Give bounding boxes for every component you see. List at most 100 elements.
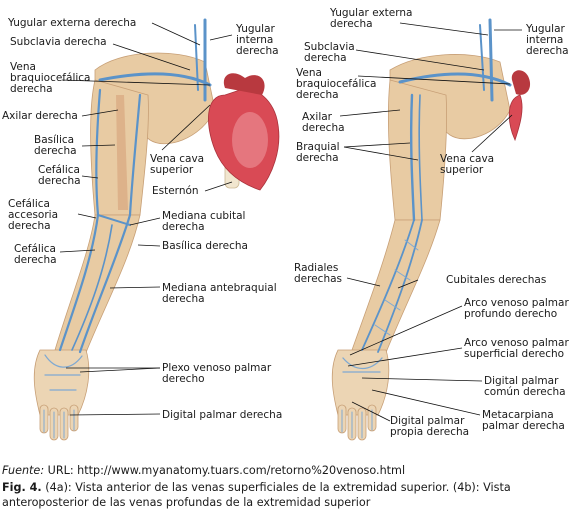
- label-line: derecha: [34, 145, 77, 157]
- label-subclavia-4a: Subclavia derecha: [10, 36, 107, 48]
- label-line: Yugular: [235, 23, 276, 35]
- veins-4a: [43, 18, 212, 439]
- label-line: Subclavia derecha: [10, 36, 107, 48]
- label-line: derecha: [304, 52, 347, 64]
- label-line: Arco venoso palmar: [464, 297, 569, 309]
- upper-arm-4b: [387, 79, 448, 221]
- label-line: interna: [236, 34, 273, 46]
- figure-source: Fuente: URL: http://www.myanatomy.tuars.…: [2, 463, 578, 478]
- label-line: braquiocefálica: [296, 78, 376, 90]
- label-basilica-lower-4a: Basílica derecha: [162, 240, 248, 252]
- label-line: derechas: [294, 273, 342, 285]
- label-line: Vena: [296, 67, 322, 79]
- label-line: Digital palmar derecha: [162, 409, 282, 421]
- label-line: derecha: [330, 18, 373, 30]
- humerus-4a: [116, 95, 128, 210]
- label-line: Subclavia: [304, 41, 355, 53]
- label-line: derecha: [302, 122, 345, 134]
- label-line: Yugular externa derecha: [7, 17, 136, 29]
- label-line: accesoria: [8, 209, 58, 221]
- label-line: Cefálica: [8, 198, 50, 210]
- label-line: derecha: [8, 220, 51, 232]
- label-line: Cefálica: [14, 243, 56, 255]
- label-esternon-4a: Esternón: [152, 185, 199, 197]
- label-line: propia derecha: [390, 426, 469, 438]
- label-line: Metacarpiana: [482, 409, 554, 421]
- label-line: derecha: [296, 89, 339, 101]
- leaders-4b: [339, 22, 522, 422]
- heart-4b: [508, 70, 531, 142]
- label-line: Vena cava: [150, 153, 204, 165]
- label-line: profundo derecho: [464, 308, 557, 320]
- figure-caption: Fig. 4. (4a): Vista anterior de las vena…: [2, 480, 578, 510]
- label-line: Axilar: [302, 111, 333, 123]
- figure-4a-arm: [33, 18, 280, 441]
- label-line: superficial derecho: [464, 348, 564, 360]
- label-line: Vena: [10, 61, 36, 73]
- label-line: Mediana antebraquial: [162, 282, 277, 294]
- label-line: Basílica derecha: [162, 240, 248, 252]
- label-line: Esternón: [152, 185, 199, 197]
- label-line: Plexo venoso palmar: [162, 362, 272, 374]
- label-line: superior: [440, 164, 484, 176]
- label-line: Cubitales derechas: [446, 274, 546, 286]
- label-line: Yugular: [525, 23, 566, 35]
- label-line: derecha: [296, 152, 339, 164]
- label-line: derecha: [162, 221, 205, 233]
- label-line: superior: [150, 164, 194, 176]
- label-line: Basílica: [34, 134, 74, 146]
- label-yugular-externa-4a: Yugular externa derecha: [7, 17, 136, 29]
- label-line: Digital palmar: [484, 375, 559, 387]
- figure-caption-text: (4a): Vista anterior de las venas superf…: [2, 481, 511, 509]
- source-text: URL: http://www.myanatomy.tuars.com/reto…: [44, 464, 406, 477]
- label-cubitales-4b: Cubitales derechas: [446, 274, 546, 286]
- label-line: interna: [526, 34, 563, 46]
- label-line: derecha: [10, 83, 53, 95]
- label-line: común derecha: [484, 386, 566, 398]
- label-line: Yugular externa: [329, 7, 412, 19]
- label-line: braquiocefálica: [10, 72, 90, 84]
- heart-4a: [208, 73, 280, 191]
- label-axilar-4a: Axilar derecha: [2, 110, 78, 122]
- label-line: derecha: [236, 45, 279, 57]
- label-line: Vena cava: [440, 153, 494, 165]
- label-line: Radiales: [294, 262, 338, 274]
- label-line: derecho: [162, 373, 205, 385]
- anatomy-diagram: Yugular externa derecha Yugularinternade…: [2, 7, 569, 441]
- label-line: Axilar derecha: [2, 110, 78, 122]
- label-line: Arco venoso palmar: [464, 337, 569, 349]
- label-line: Digital palmar: [390, 415, 465, 427]
- label-line: derecha: [526, 45, 569, 57]
- label-digital-palmar-4a: Digital palmar derecha: [162, 409, 282, 421]
- label-line: Braquial: [296, 141, 340, 153]
- label-line: Mediana cubital: [162, 210, 245, 222]
- leaders-4a: [59, 22, 233, 416]
- label-line: palmar derecha: [482, 420, 565, 432]
- figure-number: Fig. 4.: [2, 481, 42, 494]
- source-label: Fuente:: [2, 464, 45, 477]
